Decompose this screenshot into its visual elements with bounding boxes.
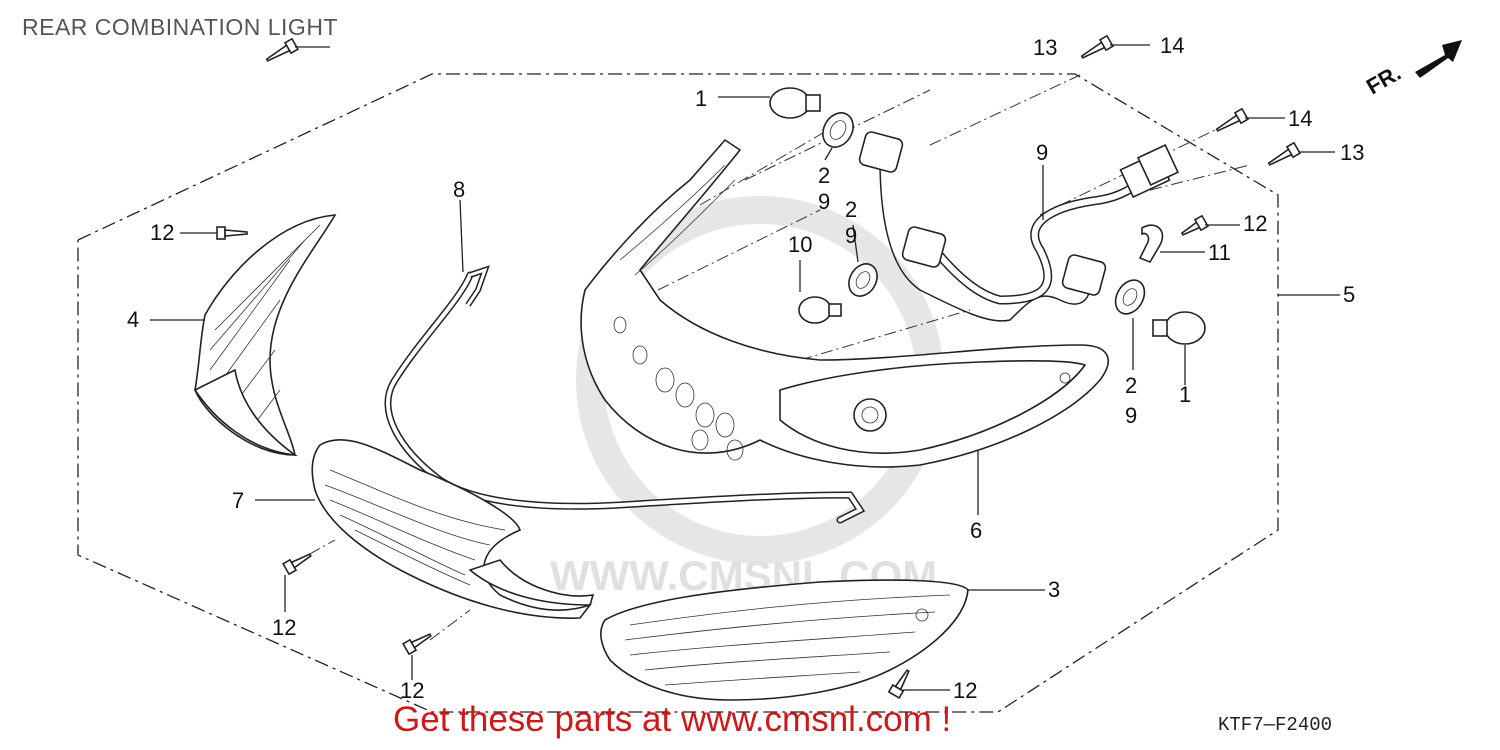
callout-14: 14 [1288, 106, 1312, 131]
screw-icon [1080, 34, 1115, 59]
clamp-part-11 [1138, 224, 1164, 263]
screw-icon [401, 633, 432, 656]
screw-icon [1215, 107, 1250, 132]
callout-12: 12 [150, 220, 174, 245]
left-lens-part-4 [193, 214, 337, 457]
bulb-icons [769, 87, 1206, 345]
callout-2: 2 [845, 197, 857, 222]
callout-1: 1 [695, 86, 707, 111]
front-direction-label: FR. [1362, 60, 1405, 99]
callout-3: 3 [1048, 577, 1060, 602]
bulb-icon [1152, 311, 1206, 345]
callout-7: 7 [232, 488, 244, 513]
screw-icon [887, 669, 910, 700]
diagram-code: KTF7—F2400 [1218, 714, 1333, 736]
callout-labels: 1 1 2 9 2 9 2 9 3 4 5 6 7 8 9 10 11 12 1… [127, 33, 1364, 703]
grommet-icons [822, 112, 1146, 315]
screw-icon [216, 226, 248, 240]
callout-12: 12 [272, 615, 296, 640]
callout-1: 1 [1179, 382, 1191, 407]
callout-13: 13 [1340, 140, 1364, 165]
center-lens-part-7 [311, 439, 595, 619]
callout-4: 4 [127, 307, 139, 332]
callout-9: 9 [845, 223, 857, 248]
callout-2: 2 [1125, 373, 1137, 398]
lower-lens-part-3 [600, 579, 969, 701]
callout-12: 12 [953, 678, 977, 703]
bulb-icon [769, 87, 821, 119]
callout-9: 9 [818, 189, 830, 214]
callout-10: 10 [788, 232, 812, 257]
screw-icon [1267, 141, 1302, 166]
callout-12: 12 [1243, 211, 1267, 236]
promo-link-text[interactable]: Get these parts at www.cmsnl.com ! [393, 700, 952, 739]
leader-lines [150, 44, 1340, 691]
screw-icon [265, 37, 300, 62]
screw-icon [281, 553, 312, 576]
callout-6: 6 [970, 518, 982, 543]
diagram-title: REAR COMBINATION LIGHT [22, 14, 338, 40]
wire-harness-part-9 [858, 131, 1179, 322]
callout-14: 14 [1160, 33, 1184, 58]
callout-2: 2 [818, 163, 830, 188]
callout-5: 5 [1343, 282, 1355, 307]
base-housing-part-6 [580, 138, 1109, 468]
grommet-icon [822, 112, 854, 148]
callout-9: 9 [1036, 140, 1048, 165]
callout-13: 13 [1033, 35, 1057, 60]
screw-icons [216, 34, 1302, 700]
front-direction-indicator: FR. [1362, 40, 1462, 99]
callout-11: 11 [1208, 240, 1231, 265]
dashed-frame [77, 73, 1279, 713]
grommet-icon [848, 263, 878, 297]
grommet-icon [1114, 279, 1146, 315]
callout-8: 8 [453, 177, 465, 202]
callout-9: 9 [1125, 403, 1137, 428]
screw-icon [1180, 214, 1210, 236]
callout-12: 12 [400, 678, 424, 703]
guide-lines [289, 74, 1251, 641]
bulb-icon [798, 296, 842, 324]
